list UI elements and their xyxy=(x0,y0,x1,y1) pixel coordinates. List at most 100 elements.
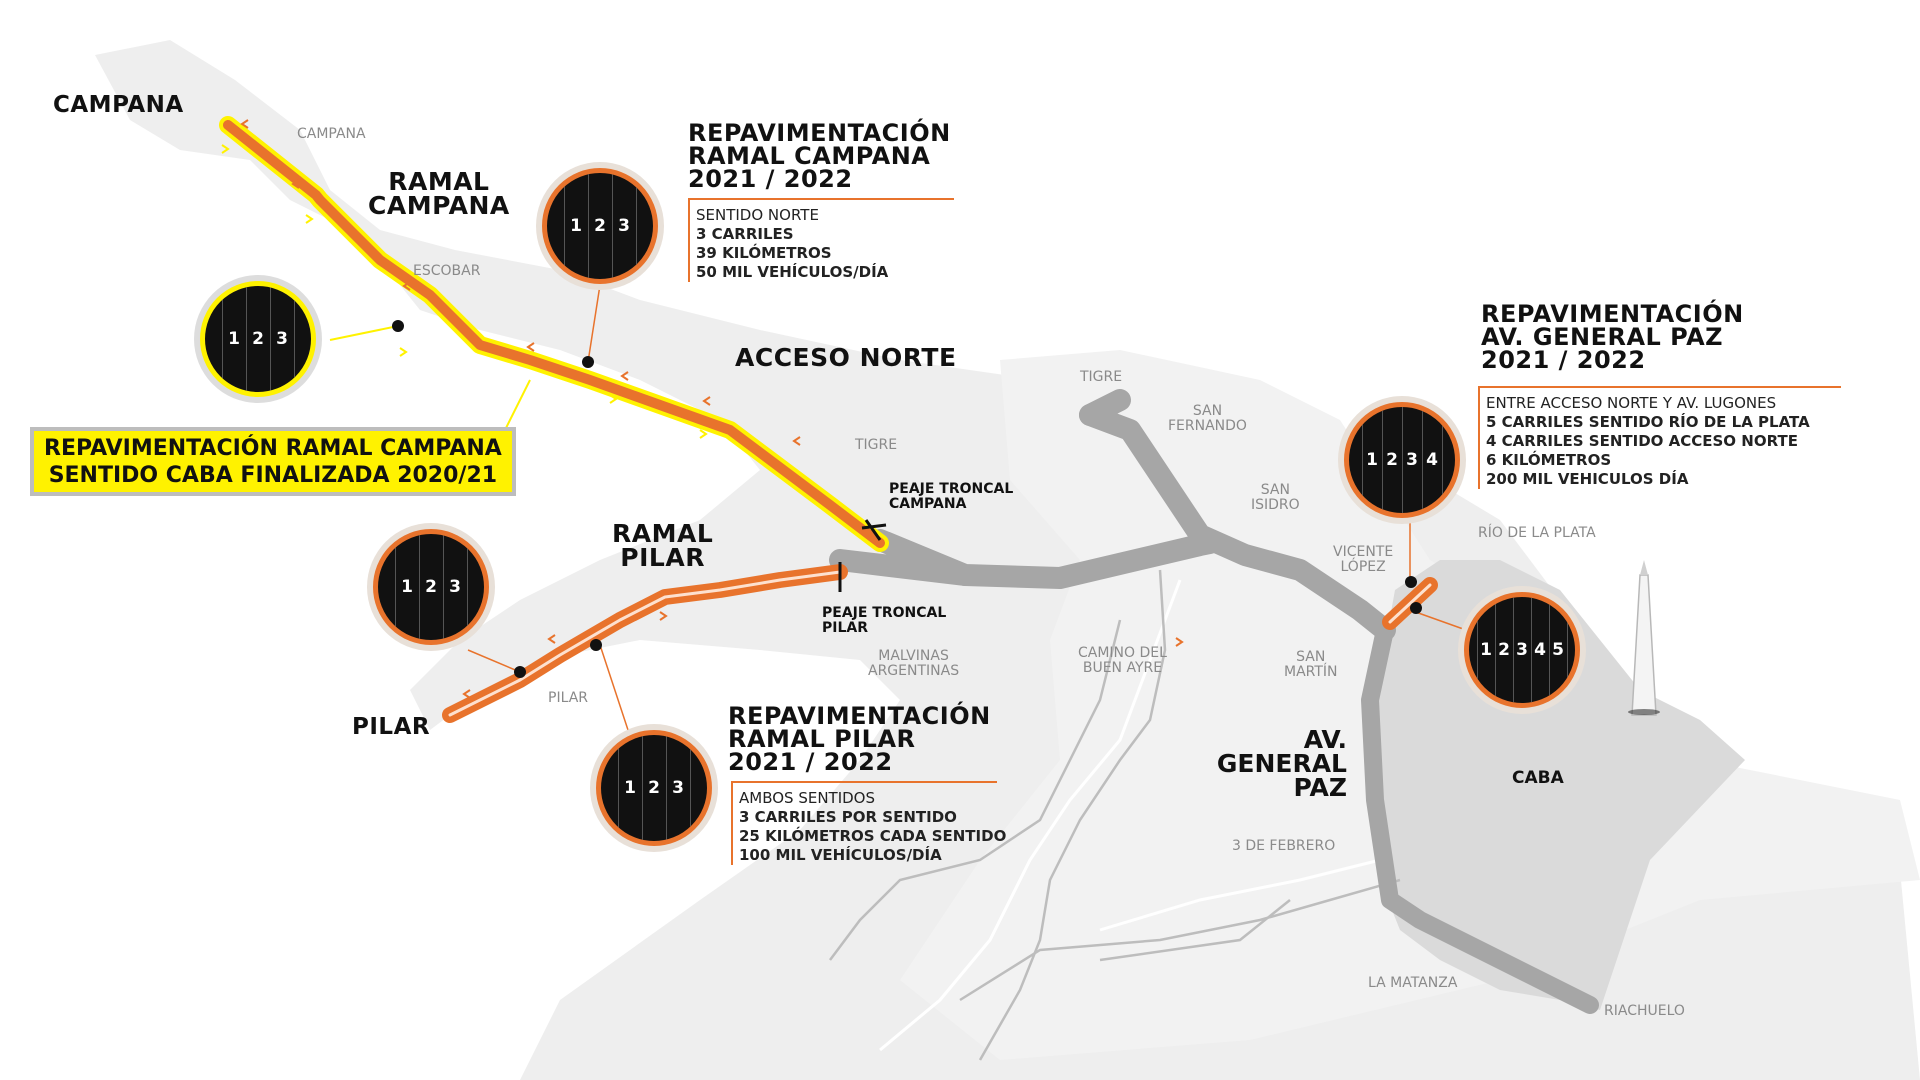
toll-campana-l1: PEAJE TRONCAL xyxy=(889,481,1014,497)
area-san-isidro-l1: SAN xyxy=(1260,482,1290,498)
road-ramal-campana-line1: RAMAL xyxy=(388,167,490,196)
minor-roads xyxy=(879,579,1381,1052)
lane-line xyxy=(1402,407,1403,513)
panel-gralpaz-line4: 6 KILÓMETROS xyxy=(1486,451,1612,469)
lane-number: 1 xyxy=(1480,640,1492,660)
lane-line xyxy=(636,173,637,279)
area-rio-de-la-plata: RÍO DE LA PLATA xyxy=(1478,525,1596,541)
finished-banner-line1: REPAVIMENTACIÓN RAMAL CAMPANA xyxy=(44,436,502,461)
lane-line xyxy=(1567,597,1568,703)
panel-gralpaz-title-l3: 2021 / 2022 xyxy=(1481,346,1646,374)
lane-line xyxy=(588,173,589,279)
road-gral-paz-line2: GENERAL xyxy=(1216,749,1347,778)
lane-number: 1 xyxy=(624,778,636,798)
area-riachuelo: RIACHUELO xyxy=(1604,1003,1685,1019)
lane-line xyxy=(443,534,444,640)
panel-campana-line1: SENTIDO NORTE xyxy=(696,206,819,224)
lane-dividers xyxy=(205,286,311,392)
panel-gralpaz-title-l2: AV. GENERAL PAZ xyxy=(1481,323,1724,351)
lane-line xyxy=(419,534,420,640)
obelisk-icon xyxy=(1628,560,1660,716)
area-malvinas-l2: ARGENTINAS xyxy=(868,663,960,679)
panel-pilar-title: REPAVIMENTACIÓN RAMAL PILAR 2021 / 2022 xyxy=(728,702,991,774)
panel-pilar-title-l1: REPAVIMENTACIÓN xyxy=(728,702,991,730)
lane-number: 3 xyxy=(449,577,461,597)
area-escobar: ESCOBAR xyxy=(413,263,481,279)
panel-campana-title-l1: REPAVIMENTACIÓN xyxy=(688,119,951,147)
area-caba: CABA xyxy=(1512,768,1564,788)
area-san-fernando-l2: FERNANDO xyxy=(1168,418,1247,434)
area-camino-l1: CAMINO DEL xyxy=(1078,645,1167,661)
panel-gralpaz-details: ENTRE ACCESO NORTE Y AV. LUGONES 5 CARRI… xyxy=(1478,386,1841,489)
lane-line xyxy=(1382,407,1383,513)
city-campana: CAMPANA xyxy=(53,92,184,118)
lane-number: 5 xyxy=(1552,640,1564,660)
lane-dividers xyxy=(378,534,484,640)
toll-label-pilar: PEAJE TRONCAL PILAR xyxy=(822,606,946,636)
panel-campana-line4: 50 MIL VEHÍCULOS/DÍA xyxy=(696,263,889,281)
lane-line xyxy=(1531,597,1532,703)
road-general-paz: AV. GENERAL PAZ xyxy=(1212,725,1347,802)
area-camino-buen-ayre: CAMINO DEL BUEN AYRE xyxy=(1078,646,1167,676)
finished-banner-line2: SENTIDO CABA FINALIZADA 2020/21 xyxy=(48,463,498,488)
toll-label-campana: PEAJE TRONCAL CAMPANA xyxy=(889,482,1013,512)
area-san-isidro-l2: ISIDRO xyxy=(1251,497,1300,513)
trunk-roads xyxy=(829,389,1599,1014)
area-san-martin-l1: SAN xyxy=(1296,649,1326,665)
area-la-matanza: LA MATANZA xyxy=(1368,975,1458,991)
lane-line xyxy=(1422,407,1423,513)
area-vicente-lopez-l2: LÓPEZ xyxy=(1340,559,1386,575)
lane-line xyxy=(246,286,247,392)
panel-campana-title-l2: RAMAL CAMPANA xyxy=(688,142,931,170)
panel-gralpaz-line2: 5 CARRILES SENTIDO RÍO DE LA PLATA xyxy=(1486,413,1810,431)
area-san-fernando-l1: SAN xyxy=(1192,403,1223,419)
area-malvinas-argentinas: MALVINAS ARGENTINAS xyxy=(868,649,959,679)
direction-arrows xyxy=(221,119,1184,699)
road-gral-paz-line3: PAZ xyxy=(1293,773,1347,802)
lane-line xyxy=(1495,597,1496,703)
panel-campana-line2: 3 CARRILES xyxy=(696,225,794,243)
road-acceso-norte: ACCESO NORTE xyxy=(735,343,957,372)
minor-roads-gray xyxy=(829,569,1401,1061)
lane-number: 1 xyxy=(401,577,413,597)
lane-line xyxy=(1477,597,1478,703)
city-pilar: PILAR xyxy=(352,714,431,740)
lane-number: 2 xyxy=(252,329,264,349)
lane-line xyxy=(564,173,565,279)
panel-campana-title: REPAVIMENTACIÓN RAMAL CAMPANA 2021 / 202… xyxy=(688,119,951,193)
lane-line xyxy=(1549,597,1550,703)
finished-banner: REPAVIMENTACIÓN RAMAL CAMPANA SENTIDO CA… xyxy=(30,427,516,496)
panel-gralpaz-title-l1: REPAVIMENTACIÓN xyxy=(1481,300,1744,328)
area-san-martin-l2: MARTÍN xyxy=(1284,664,1338,680)
ramal-pilar-road xyxy=(442,564,848,723)
lane-line xyxy=(1362,407,1363,513)
toll-campana-l2: CAMPANA xyxy=(889,496,967,512)
toll-pilar-l1: PEAJE TRONCAL xyxy=(822,605,947,621)
road-ramal-campana: RAMAL CAMPANA xyxy=(368,167,510,220)
panel-gralpaz-title: REPAVIMENTACIÓN AV. GENERAL PAZ 2021 / 2… xyxy=(1481,300,1744,374)
area-vicente-lopez-l1: VICENTE xyxy=(1333,544,1394,560)
lane-line xyxy=(618,735,619,841)
road-ramal-campana-line2: CAMPANA xyxy=(368,191,510,220)
lane-number: 2 xyxy=(648,778,660,798)
area-pilar: PILAR xyxy=(548,690,588,706)
area-san-martin: SAN MARTÍN xyxy=(1284,650,1338,680)
lane-number: 3 xyxy=(618,216,630,236)
lane-number: 3 xyxy=(276,329,288,349)
area-campana: CAMPANA xyxy=(297,126,366,142)
panel-campana-details: SENTIDO NORTE 3 CARRILES 39 KILÓMETROS 5… xyxy=(688,198,954,282)
panel-gralpaz-line5: 200 MIL VEHICULOS DÍA xyxy=(1486,470,1689,488)
panel-gralpaz-line3: 4 CARRILES SENTIDO ACCESO NORTE xyxy=(1486,432,1798,450)
lane-number: 3 xyxy=(1406,450,1418,470)
road-ramal-pilar: RAMAL PILAR xyxy=(612,521,713,570)
panel-pilar-line1: AMBOS SENTIDOS xyxy=(739,789,876,807)
road-gral-paz-line1: AV. xyxy=(1303,725,1347,754)
area-malvinas-l1: MALVINAS xyxy=(878,648,949,664)
panel-campana-line3: 39 KILÓMETROS xyxy=(696,244,832,262)
panel-campana-title-l3: 2021 / 2022 xyxy=(688,165,853,193)
